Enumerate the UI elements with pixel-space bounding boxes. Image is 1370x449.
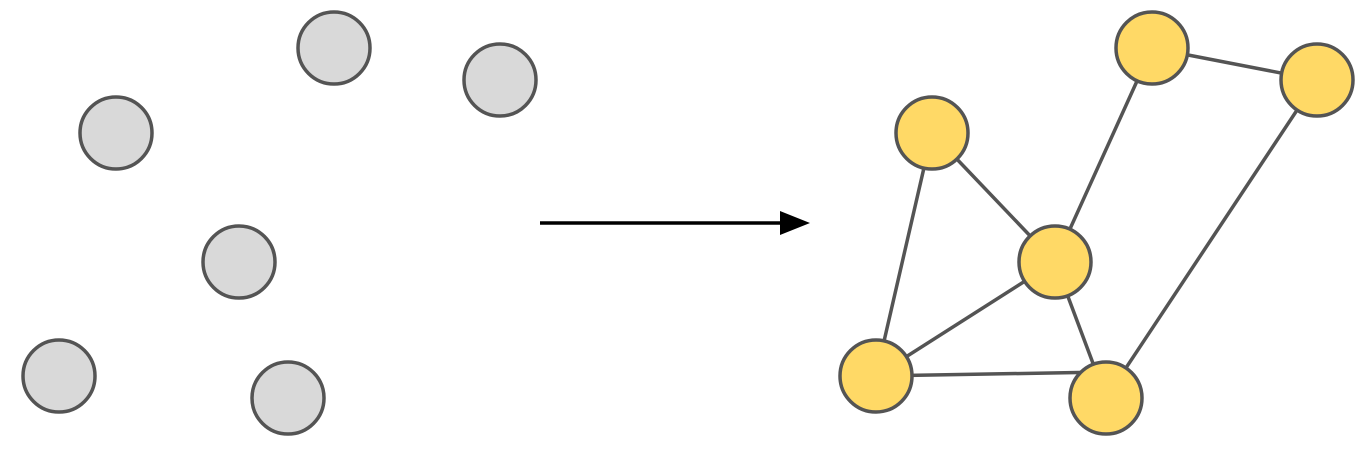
connected-node xyxy=(894,95,970,171)
unconnected-node xyxy=(78,95,154,171)
unconnected-node xyxy=(201,224,277,300)
unconnected-node-group xyxy=(21,10,538,436)
unconnected-node xyxy=(21,338,97,414)
connected-node xyxy=(1068,360,1144,436)
graph-edge xyxy=(874,132,934,377)
arrow-head xyxy=(780,211,810,235)
connected-node xyxy=(1114,10,1190,86)
graph-edge xyxy=(1053,47,1154,263)
graph-edge xyxy=(875,370,1107,378)
unconnected-node xyxy=(462,42,538,118)
graph-edge xyxy=(1104,79,1319,399)
connected-node xyxy=(838,338,914,414)
unconnected-node xyxy=(250,360,326,436)
connected-node-group xyxy=(838,10,1355,436)
unconnected-node xyxy=(296,10,372,86)
connected-node xyxy=(1279,42,1355,118)
right-arrow-icon xyxy=(540,211,810,235)
connected-node xyxy=(1017,224,1093,300)
